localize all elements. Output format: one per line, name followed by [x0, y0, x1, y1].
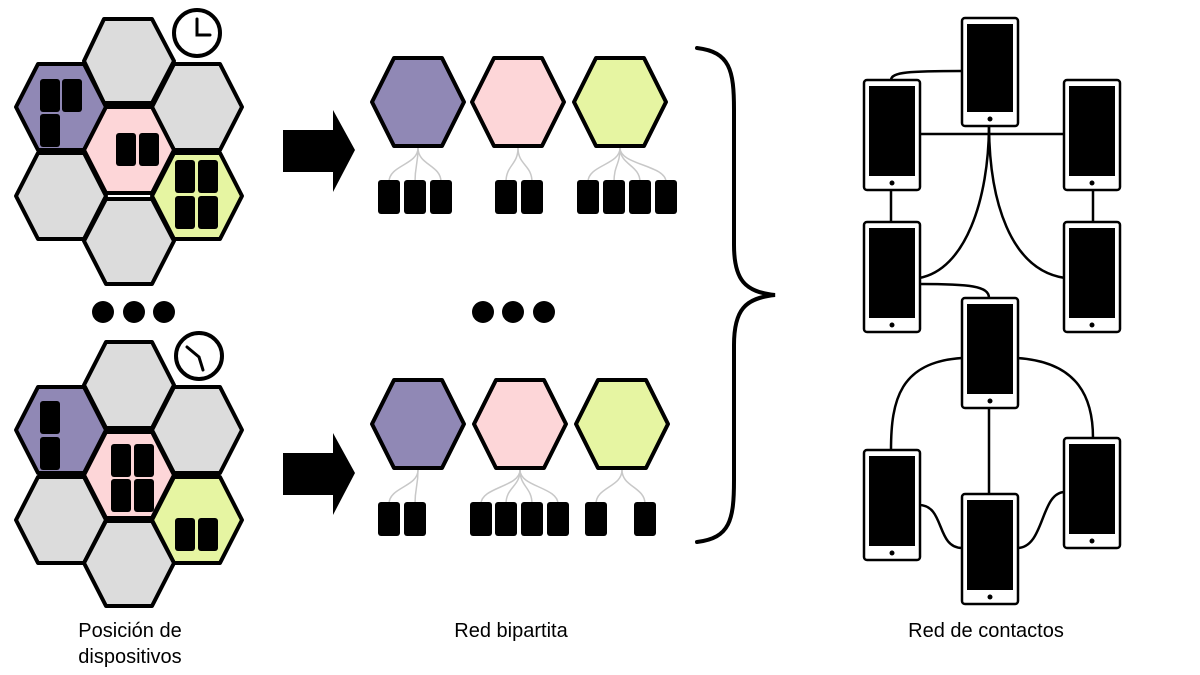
right-arrow-icon	[283, 433, 355, 515]
hex-node-purple	[370, 56, 466, 148]
devices-bottom	[40, 401, 218, 551]
device-icon	[198, 518, 218, 551]
smartphone-icon	[1062, 220, 1122, 334]
device-icon	[40, 437, 60, 470]
device-icon	[585, 502, 607, 536]
device-icon	[655, 180, 677, 214]
device-icon	[111, 444, 131, 477]
hex-cell	[82, 197, 176, 286]
right-arrow-icon	[283, 110, 355, 192]
hex-node-green	[574, 378, 670, 470]
device-icon	[175, 196, 195, 229]
device-icon	[603, 180, 625, 214]
device-icon	[495, 180, 517, 214]
hex-node-purple	[370, 378, 466, 470]
caption-line: dispositivos	[78, 646, 182, 668]
device-icon	[198, 196, 218, 229]
device-icon	[378, 180, 400, 214]
device-icon	[404, 180, 426, 214]
bipartite-top	[370, 56, 677, 214]
clock-4-oclock-icon	[174, 331, 224, 381]
hex-cell	[82, 519, 176, 608]
bipartite-bottom	[370, 378, 670, 536]
device-icon	[175, 160, 195, 193]
smartphone-icon	[862, 220, 922, 334]
device-icon	[577, 180, 599, 214]
device-icon	[521, 502, 543, 536]
device-icon	[521, 180, 543, 214]
hex-node-pink	[470, 56, 566, 148]
device-icon	[495, 502, 517, 536]
device-icon	[634, 502, 656, 536]
device-icon	[378, 502, 400, 536]
device-icon	[134, 444, 154, 477]
bipartite-edges	[388, 147, 667, 183]
device-icon	[40, 401, 60, 434]
device-icon	[139, 133, 159, 166]
caption-line: Posición de	[78, 620, 182, 642]
device-icon	[116, 133, 136, 166]
device-icon	[175, 518, 195, 551]
smartphone-icon	[862, 78, 922, 192]
device-icon	[198, 160, 218, 193]
clock-3-oclock-icon	[172, 8, 222, 58]
hex-cell	[14, 151, 108, 241]
smartphone-icon	[1062, 436, 1122, 550]
device-icon	[470, 502, 492, 536]
device-icon	[629, 180, 651, 214]
hex-node-pink	[472, 378, 568, 470]
device-icon	[40, 79, 60, 112]
caption-device-positions: Posición de dispositivos	[40, 618, 220, 670]
device-icon	[62, 79, 82, 112]
caption-contact-network: Red de contactos	[908, 620, 1064, 642]
smartphone-icon	[960, 296, 1020, 410]
hex-grid-top	[14, 17, 244, 286]
device-icon	[111, 479, 131, 512]
bipartite-edges	[388, 469, 646, 505]
device-icon	[430, 180, 452, 214]
three-dots-icon	[472, 301, 555, 323]
smartphone-icon	[862, 448, 922, 562]
smartphone-icon	[960, 16, 1020, 128]
device-icon	[547, 502, 569, 536]
caption-bipartite-network: Red bipartita	[454, 620, 568, 642]
device-icon	[404, 502, 426, 536]
smartphone-icon	[960, 492, 1020, 606]
right-curly-brace-icon	[695, 46, 776, 544]
device-icon	[40, 114, 60, 147]
hex-node-green	[572, 56, 668, 148]
contact-edges	[889, 69, 1095, 550]
device-icon	[134, 479, 154, 512]
contact-phones	[862, 16, 1122, 606]
smartphone-icon	[1062, 78, 1122, 192]
three-dots-icon	[92, 301, 175, 323]
devices-top	[40, 79, 218, 229]
